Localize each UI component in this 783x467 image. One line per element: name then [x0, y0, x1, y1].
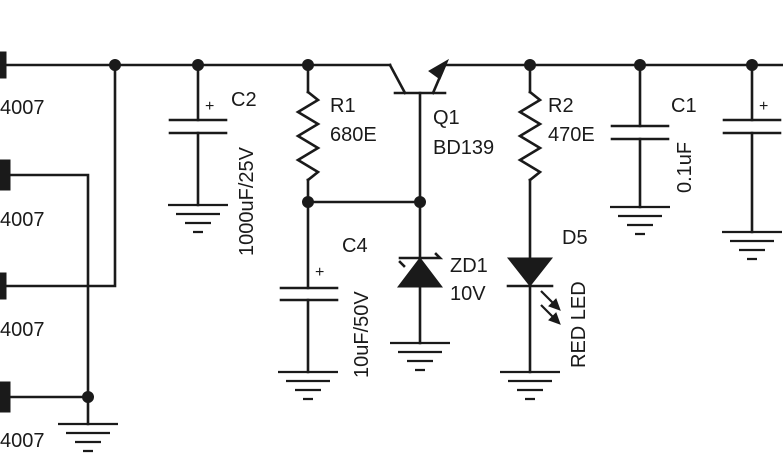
capacitor-c4: + C4 10uF/50V: [278, 200, 373, 401]
junction-dot: [414, 196, 426, 208]
resistor-r1: R1 680E: [295, 63, 377, 204]
c2-ref: C2: [231, 89, 257, 111]
c4-polarity: +: [315, 264, 324, 281]
diode-1-cathode-icon: [0, 51, 7, 79]
c-right-ground-icon: [722, 230, 782, 261]
diode-2-cathode-icon: [0, 159, 11, 191]
diode-1-label: 4007: [0, 97, 45, 119]
r2-ref: R2: [548, 95, 574, 117]
zd1-triangle-icon: [396, 257, 444, 288]
junction-dot: [746, 59, 758, 71]
d5-ground-icon: [500, 370, 560, 401]
c1-value: 0.1uF: [674, 142, 696, 193]
bridge-rectifier: 4007 4007 4007 4007: [0, 51, 118, 453]
capacitor-right: +: [722, 63, 782, 261]
c4-ref: C4: [342, 235, 368, 257]
junction-dot: [109, 59, 121, 71]
c2-ground-icon: [168, 203, 228, 234]
bridge-ground-wire: [0, 173, 90, 426]
zd1-ground-icon: [390, 341, 450, 372]
d5-value: RED LED: [568, 281, 590, 368]
bridge-ground-icon: [58, 422, 118, 453]
r2-value: 470E: [548, 124, 595, 146]
bridge-output-wire: [0, 63, 117, 288]
r1-value: 680E: [330, 124, 377, 146]
junction-dot: [302, 59, 314, 71]
q1-value: BD139: [433, 137, 494, 159]
c2-value: 1000uF/25V: [236, 146, 258, 256]
junctions: [82, 59, 758, 403]
capacitor-c1: C1 0.1uF: [610, 63, 697, 236]
junction-dot: [82, 391, 94, 403]
q1-collector: [388, 63, 407, 95]
r2-zigzag: [517, 90, 543, 182]
transistor-q1: Q1 BD139: [388, 58, 494, 204]
diode-4-label: 4007: [0, 430, 45, 452]
junction-dot: [634, 59, 646, 71]
resistor-r2: R2 470E: [517, 63, 595, 260]
q1-ref: Q1: [433, 107, 460, 129]
d5-ref: D5: [562, 227, 588, 249]
d5-triangle-icon: [506, 257, 554, 287]
zd1-ref: ZD1: [450, 255, 488, 277]
zd1-value: 10V: [450, 283, 486, 305]
r1-ref: R1: [330, 95, 356, 117]
diode-4-cathode-icon: [0, 381, 11, 413]
led-d5: D5 RED LED: [500, 227, 590, 401]
diode-2-label: 4007: [0, 209, 45, 231]
c4-value: 10uF/50V: [351, 291, 373, 378]
led-light-arrows-icon: [540, 290, 561, 325]
diode-3-label: 4007: [0, 319, 45, 341]
c2-polarity: +: [205, 98, 214, 115]
junction-dot: [192, 59, 204, 71]
c-right-polarity: +: [759, 98, 768, 115]
r1-zigzag: [295, 90, 321, 182]
c1-ref: C1: [671, 95, 697, 117]
diode-3-cathode-icon: [0, 272, 7, 300]
capacitor-c2: + C2 1000uF/25V: [168, 63, 258, 256]
c4-ground-icon: [278, 370, 338, 401]
zener-zd1: ZD1 10V: [390, 200, 488, 372]
q1-emitter-arrow-icon: [428, 58, 450, 80]
junction-dot: [302, 196, 314, 208]
c1-ground-icon: [610, 205, 670, 236]
junction-dot: [524, 59, 536, 71]
zd1-cathode-bar: [398, 252, 444, 268]
